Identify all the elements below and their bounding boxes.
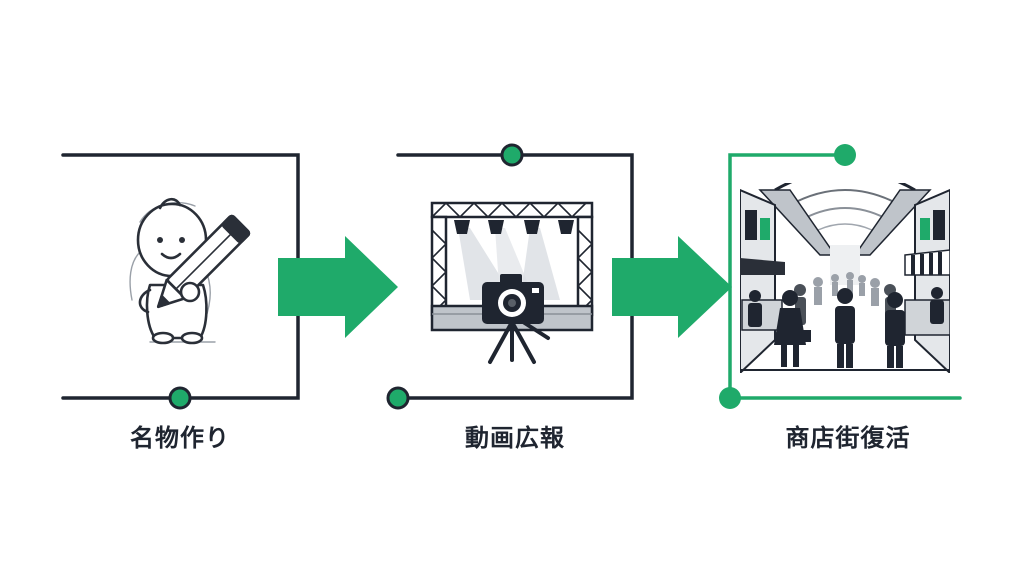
arrow-1: [278, 236, 398, 338]
busy-shopping-arcade-icon: [740, 183, 950, 373]
step-3-frame: [728, 153, 962, 400]
mascot-with-pencil-icon: [129, 198, 251, 345]
step-3-node-bottom: [719, 387, 741, 409]
step-2-node-bottom: [386, 386, 410, 410]
step-1-label: 名物作り: [130, 424, 230, 452]
step-3-label: 商店街復活: [785, 424, 911, 452]
step-3-node-top: [834, 144, 856, 166]
arrow-2: [612, 236, 732, 338]
stage-with-camera-icon: [430, 201, 594, 364]
step-2-node-top: [500, 143, 524, 167]
step-2-label: 動画広報: [465, 424, 565, 452]
step-1-node: [168, 386, 192, 410]
